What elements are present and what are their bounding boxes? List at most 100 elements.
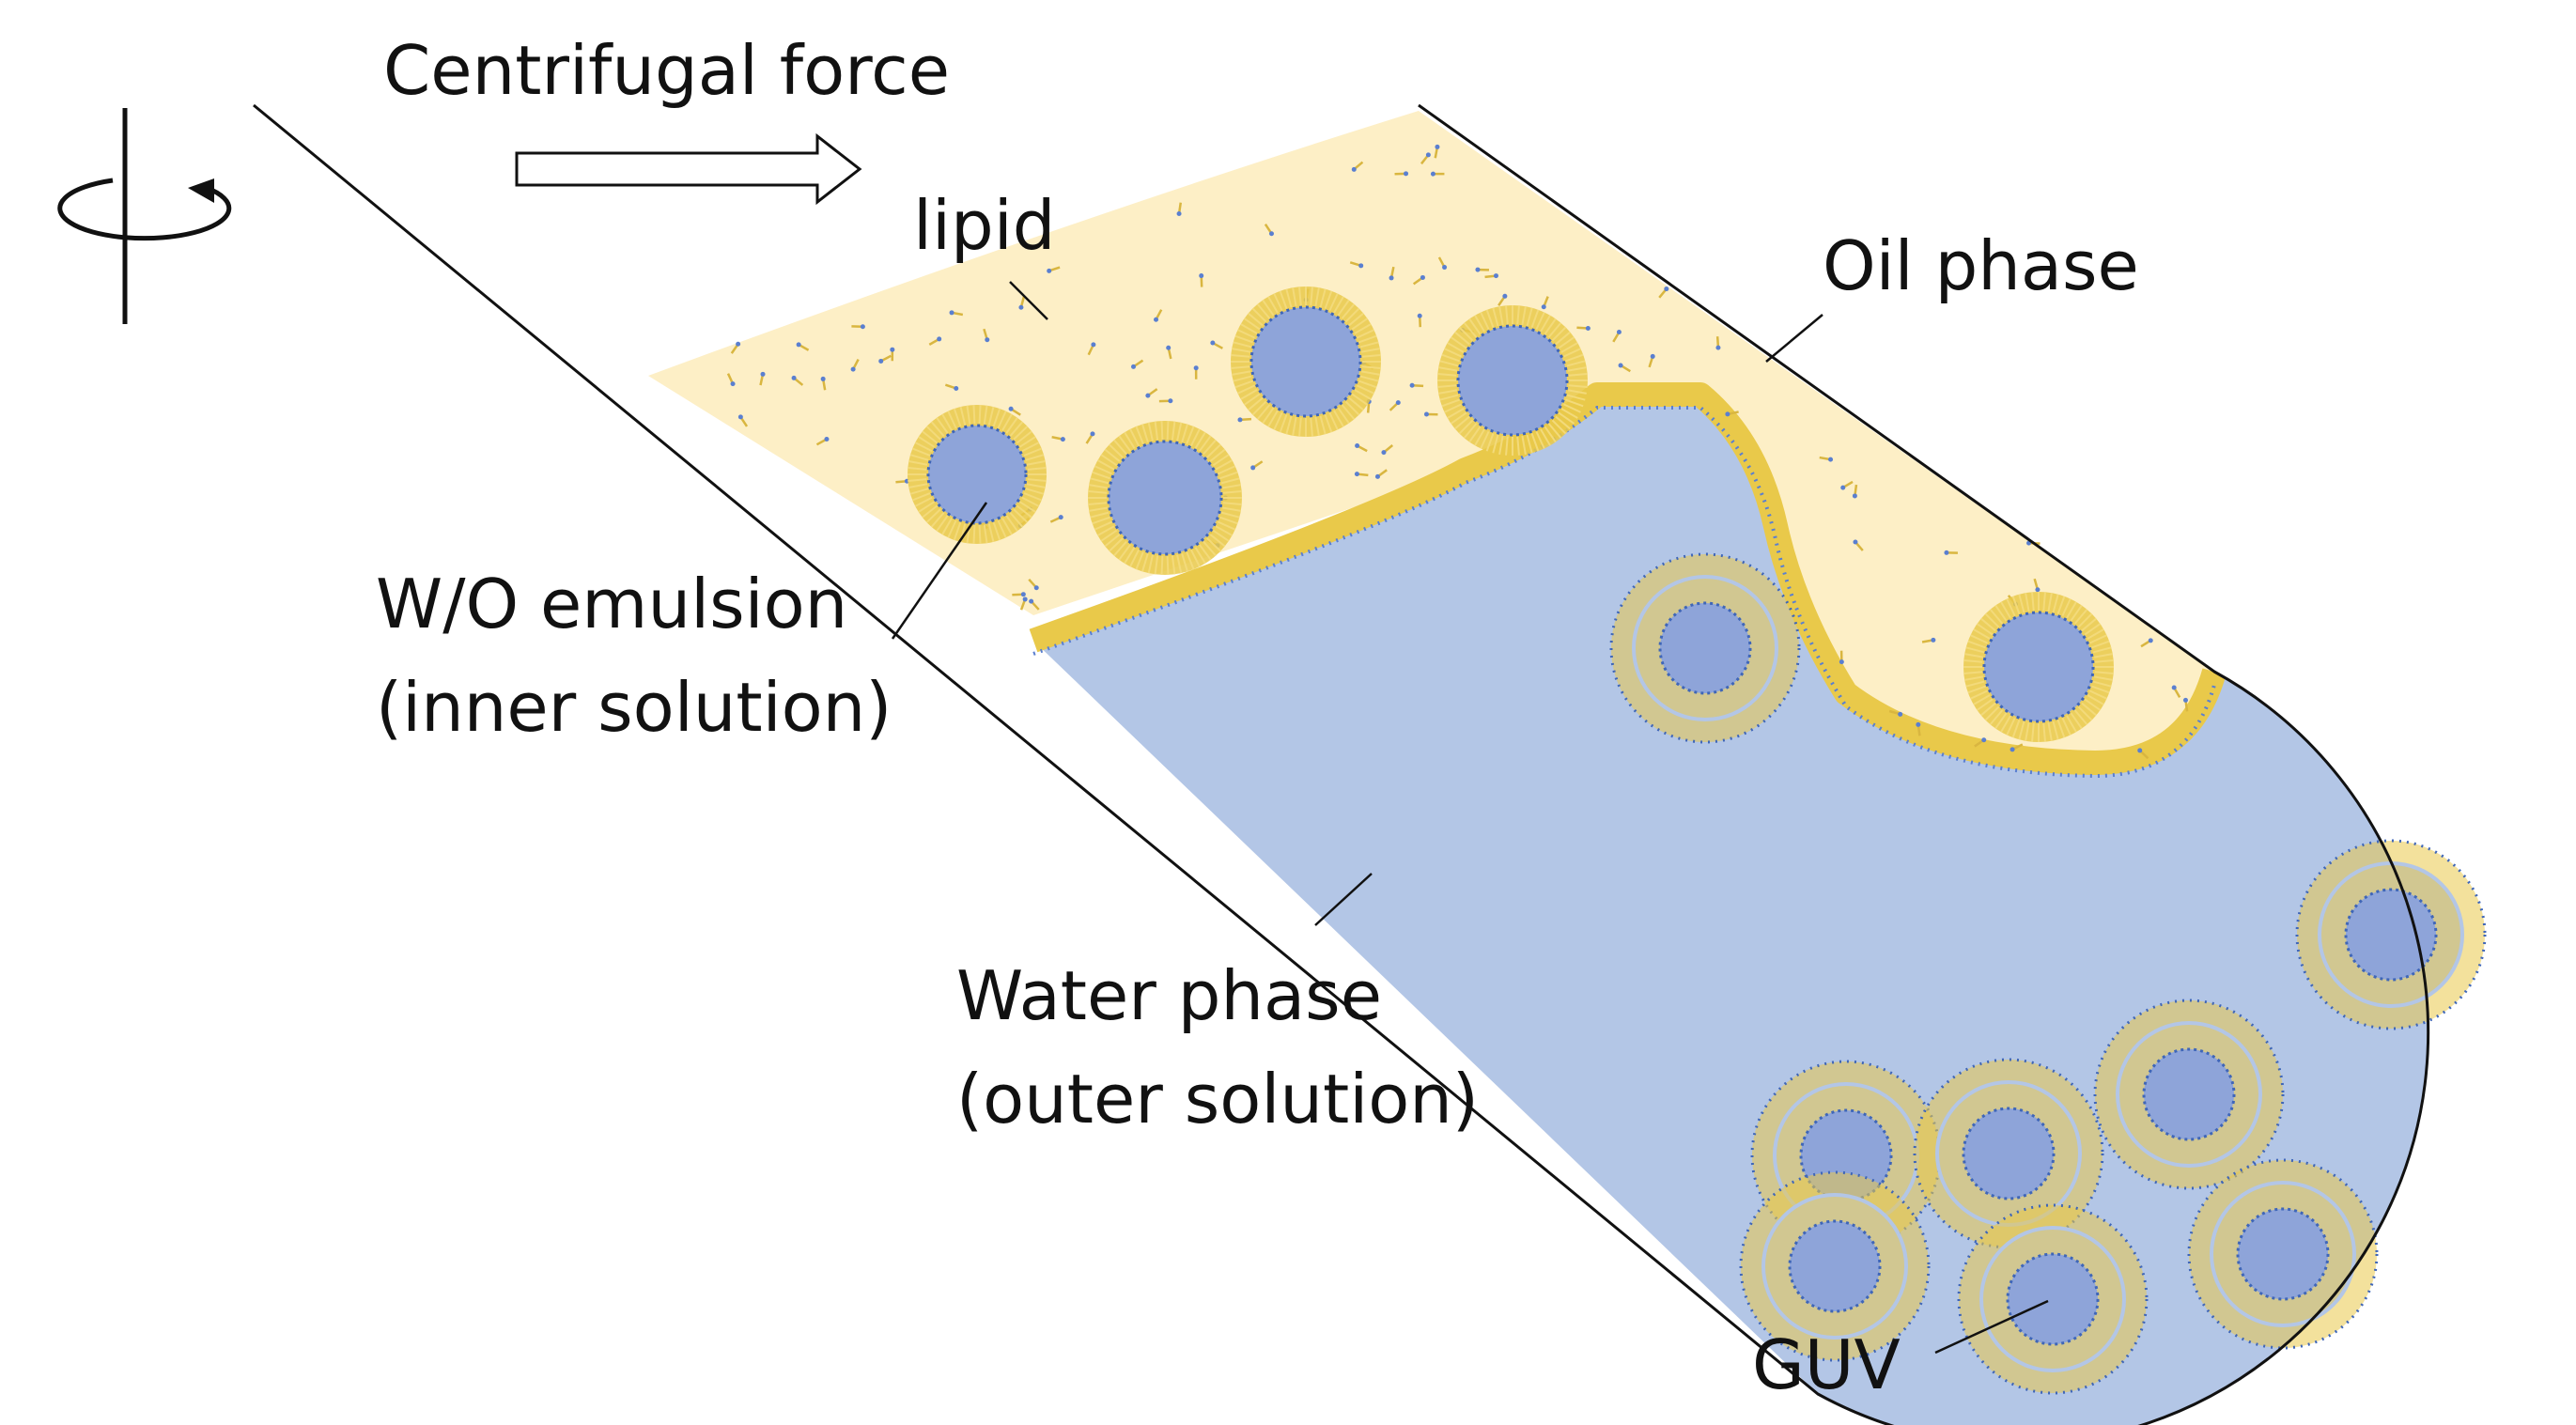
lipid-molecule xyxy=(730,341,741,354)
lipid-molecule xyxy=(1658,287,1669,299)
lipid-molecule xyxy=(1029,598,1040,611)
lipid-molecule xyxy=(1974,737,1987,748)
lipid-molecule xyxy=(1250,460,1264,471)
oil-phase-label: Oil phase xyxy=(1823,226,2139,305)
lipid-molecule xyxy=(737,414,749,427)
lipid-molecule xyxy=(1840,480,1854,490)
oil-phase-region xyxy=(648,111,2214,760)
lipid-molecule xyxy=(2182,697,2189,712)
lipid-molecule xyxy=(949,310,964,317)
lipid-molecule xyxy=(1085,431,1095,444)
lipid-molecule xyxy=(1131,359,1144,369)
interface-lipid-band xyxy=(1029,382,2227,775)
lipid-molecule xyxy=(1047,266,1061,273)
lipid-molecule xyxy=(1351,161,1364,172)
lipid-molecule xyxy=(1819,456,1834,462)
lipid-molecule xyxy=(1389,400,1401,411)
lipid-label: lipid xyxy=(913,186,1055,265)
outer-solution-label: (outer solution) xyxy=(956,1060,1479,1138)
lipid-molecule xyxy=(2137,748,2149,760)
lipid-molecule xyxy=(1028,578,1039,591)
lipid-molecule xyxy=(2171,685,2181,699)
tube-outline xyxy=(253,103,2430,1425)
lipid-molecule xyxy=(1412,274,1425,286)
lipid-molecule xyxy=(944,383,959,391)
lipid-molecule xyxy=(1158,398,1173,404)
lipid-molecule xyxy=(1389,266,1395,281)
lipid-molecule xyxy=(1354,472,1369,477)
lipid-molecule xyxy=(1355,442,1368,453)
oil-phase-leader-line xyxy=(1765,314,1823,363)
lipid-molecule xyxy=(1612,330,1622,343)
lipid-molecule xyxy=(1541,296,1549,310)
lipid-molecule xyxy=(1008,406,1021,416)
guv-vesicle xyxy=(1913,1058,2104,1249)
lipid-molecule xyxy=(1264,224,1274,237)
lipid-molecule xyxy=(1087,342,1096,356)
wo-emulsion-droplet xyxy=(1088,421,1242,575)
lipid-molecule xyxy=(1576,325,1591,331)
wo-emulsion-droplet xyxy=(1437,305,1588,456)
lipid-molecule xyxy=(1374,469,1388,479)
lipid-molecule xyxy=(1853,539,1864,551)
lipid-molecule xyxy=(1210,340,1223,349)
lipid-molecule xyxy=(1648,353,1655,368)
wo-emulsion-label: W/O emulsion xyxy=(376,565,847,643)
guv-vesicle xyxy=(2093,999,2285,1190)
lipid-molecule xyxy=(850,358,860,372)
lipid-molecule xyxy=(1618,363,1631,373)
lipid-molecule xyxy=(1237,417,1252,423)
oil-water-interface xyxy=(1029,382,2227,779)
droplet-layer xyxy=(908,287,2487,1395)
lipid-molecule xyxy=(2140,638,2153,648)
lipid-molecule xyxy=(1381,444,1394,456)
centrifugal-force-label: Centrifugal force xyxy=(383,31,950,110)
lipid-molecule xyxy=(726,373,736,387)
lipid-molecule xyxy=(1888,709,1903,717)
lipid-molecule xyxy=(1725,410,1739,417)
lipid-molecule xyxy=(1423,411,1438,417)
guv-vesicle xyxy=(2187,1158,2379,1350)
guv-label: GUV xyxy=(1752,1325,1901,1404)
lipid-molecule xyxy=(2010,743,2024,752)
lipid-molecule xyxy=(1430,171,1445,177)
lipid-molecule xyxy=(1417,313,1422,328)
hollow-right-arrow-icon xyxy=(515,132,862,206)
lipid-molecule xyxy=(1199,273,1204,287)
lipid-molecule xyxy=(928,336,942,346)
wo-emulsion-droplet xyxy=(908,405,1047,544)
wo-emulsion-droplet xyxy=(1963,592,2114,742)
free-lipid-molecules xyxy=(726,144,2189,760)
guv-vesicle xyxy=(1609,552,1801,744)
lipid-molecule xyxy=(1349,261,1364,269)
lipid-molecule xyxy=(1944,550,1958,555)
inner-solution-label: (inner solution) xyxy=(376,668,892,747)
wo-emulsion-leader-line xyxy=(891,502,988,640)
lipid-molecule xyxy=(1852,484,1858,499)
lipid-molecule xyxy=(1018,296,1026,310)
lipid-molecule xyxy=(1484,273,1498,279)
lipid-molecule xyxy=(1409,382,1424,388)
lipid-molecule xyxy=(1019,596,1028,611)
water-phase-label: Water phase xyxy=(956,956,1382,1035)
lipid-molecule xyxy=(1420,152,1431,165)
lipid-molecule xyxy=(1475,267,1489,272)
lipid-molecule xyxy=(1839,650,1844,665)
lipid-molecule xyxy=(1921,637,1936,643)
guv-vesicle xyxy=(2295,839,2487,1030)
lipid-molecule xyxy=(1012,592,1026,597)
lipid-molecule xyxy=(983,328,990,343)
guv-leader-line xyxy=(1934,1299,2049,1355)
lipid-molecule xyxy=(1916,721,1921,736)
lipid-molecule xyxy=(890,347,895,362)
wo-emulsion-droplet xyxy=(1231,287,1381,437)
guv-vesicle xyxy=(1739,1170,1931,1362)
rotation-axis-icon xyxy=(57,108,232,324)
lipid-molecule xyxy=(1166,345,1172,360)
lipid-molecule xyxy=(1394,171,1409,177)
lipid-molecule xyxy=(878,354,892,364)
lipid-molecule xyxy=(820,376,827,391)
lipid-molecule xyxy=(1145,388,1158,398)
lipid-molecule xyxy=(1051,435,1065,442)
